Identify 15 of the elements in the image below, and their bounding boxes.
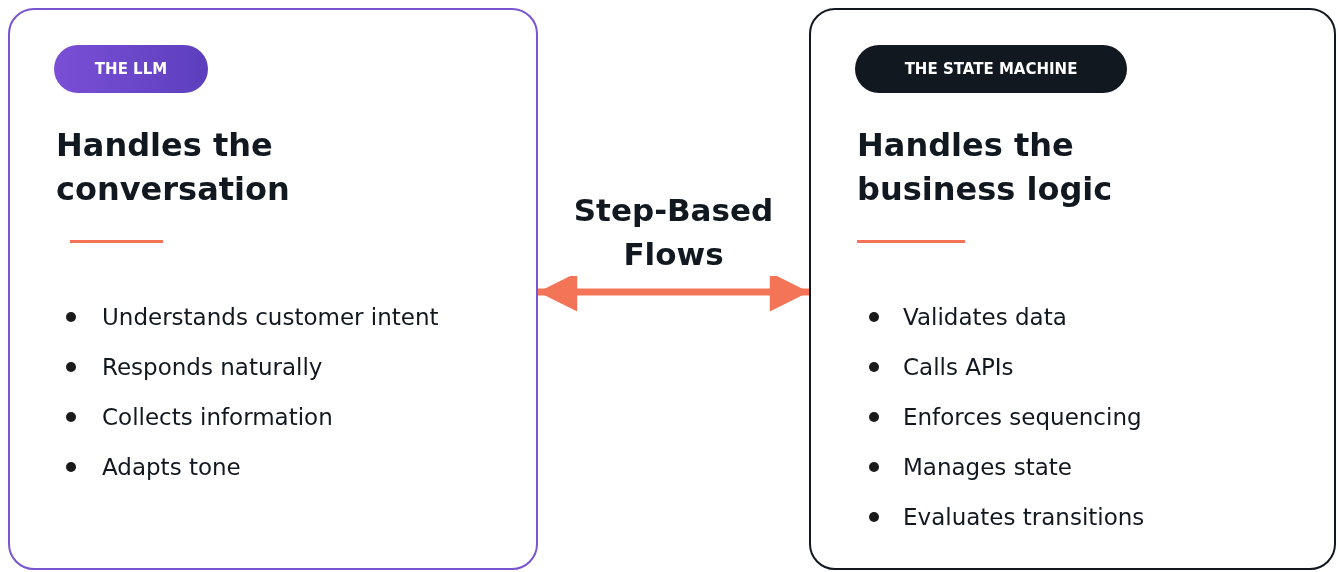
- bullet-text: Understands customer intent: [102, 303, 439, 332]
- bullet-text: Collects information: [102, 403, 333, 432]
- bullet-text: Calls APIs: [903, 353, 1014, 382]
- bullet-text: Adapts tone: [102, 453, 241, 482]
- badge: THE STATE MACHINE: [855, 45, 1127, 93]
- bullet-text: Responds naturally: [102, 353, 323, 382]
- bullet-text: Validates data: [903, 303, 1067, 332]
- card-heading: Handles the conversation: [56, 125, 291, 210]
- card: [809, 8, 1336, 570]
- bullet-text: Evaluates transitions: [903, 503, 1145, 532]
- badge: THE LLM: [54, 45, 208, 93]
- card-heading: Handles the business logic: [857, 125, 1114, 210]
- card: [8, 8, 538, 570]
- bullet-text: Enforces sequencing: [903, 403, 1142, 432]
- bullet-text: Manages state: [903, 453, 1072, 482]
